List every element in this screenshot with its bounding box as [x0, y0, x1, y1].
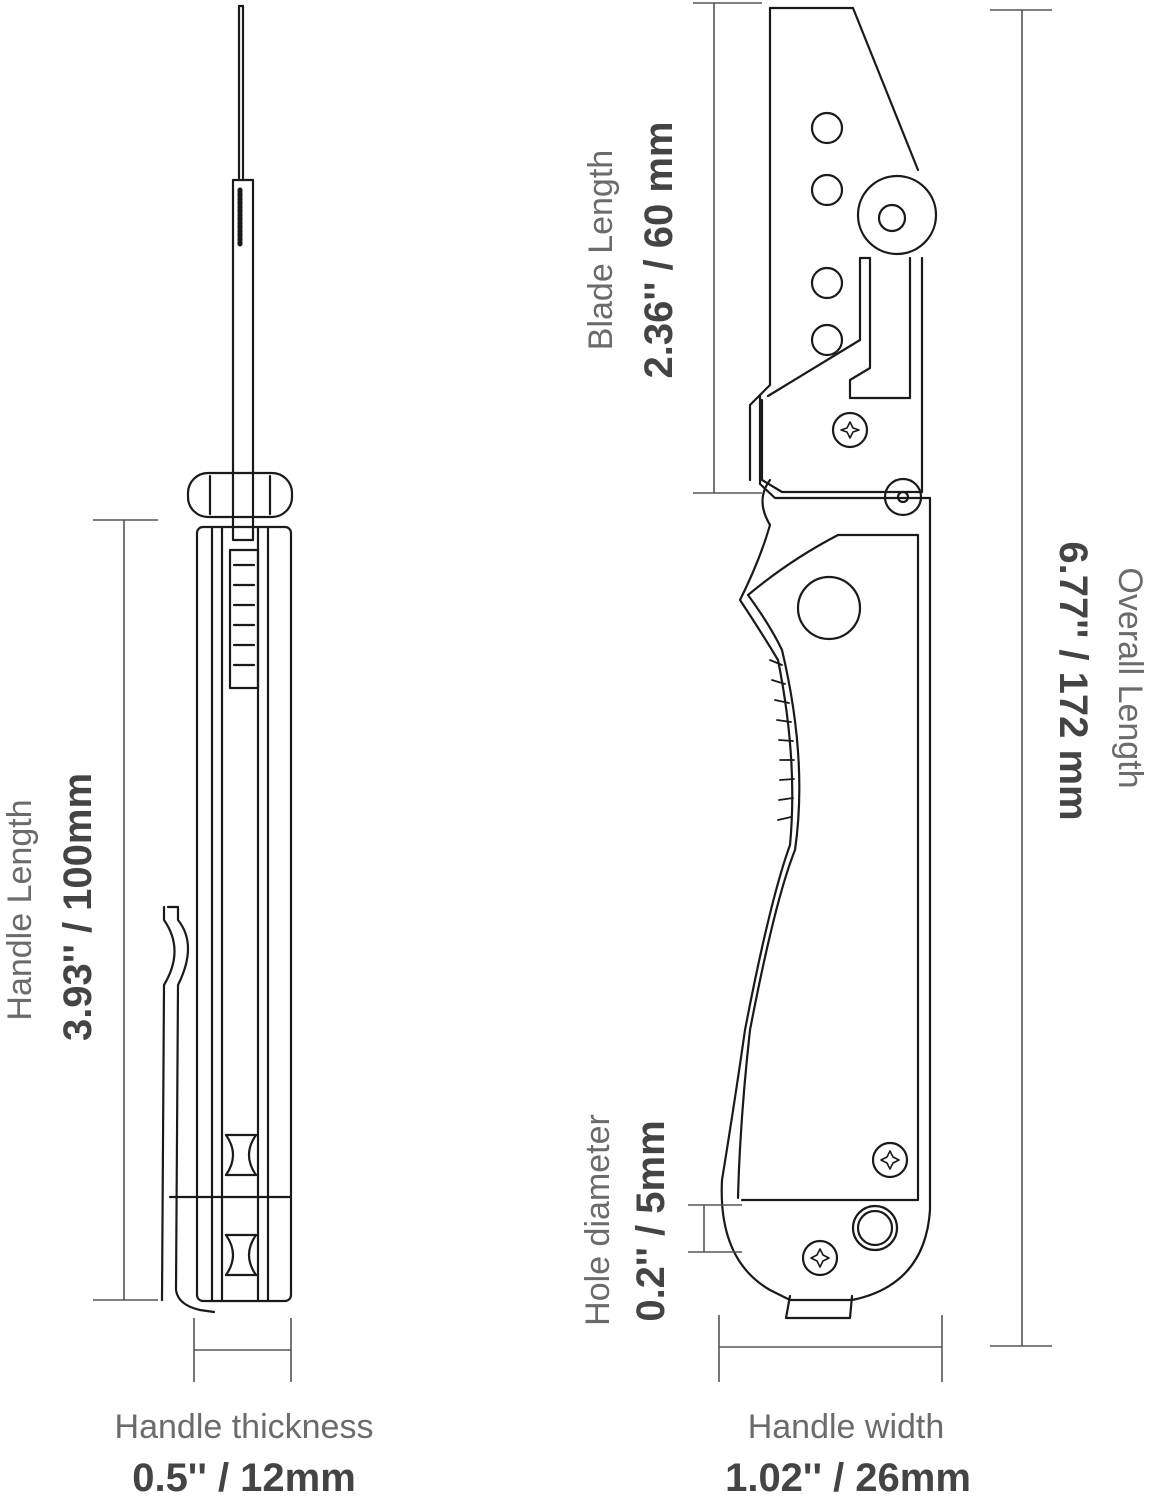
overall-length-value: 6.77'' / 172 mm — [1051, 541, 1095, 821]
overall-length-label: Overall Length — [1111, 567, 1149, 789]
front-view — [720, 6, 938, 1320]
handle-thickness-label: Handle thickness — [114, 1408, 374, 1446]
hole-diameter-label: Hole diameter — [579, 1114, 617, 1326]
handle-width-value: 1.02'' / 26mm — [725, 1456, 971, 1500]
dimension-lines — [93, 2, 1052, 1382]
handle-width-label: Handle width — [747, 1408, 945, 1446]
blade-length-label: Blade Length — [582, 149, 620, 351]
hole-diameter-value: 0.2'' / 5mm — [629, 1120, 673, 1322]
side-view — [160, 4, 294, 1314]
handle-length-value: 3.93'' / 100mm — [56, 772, 100, 1042]
handle-thickness-value: 0.5'' / 12mm — [132, 1456, 356, 1500]
handle-length-label: Handle Length — [1, 799, 39, 1021]
blade-length-value: 2.36'' / 60 mm — [637, 121, 681, 379]
